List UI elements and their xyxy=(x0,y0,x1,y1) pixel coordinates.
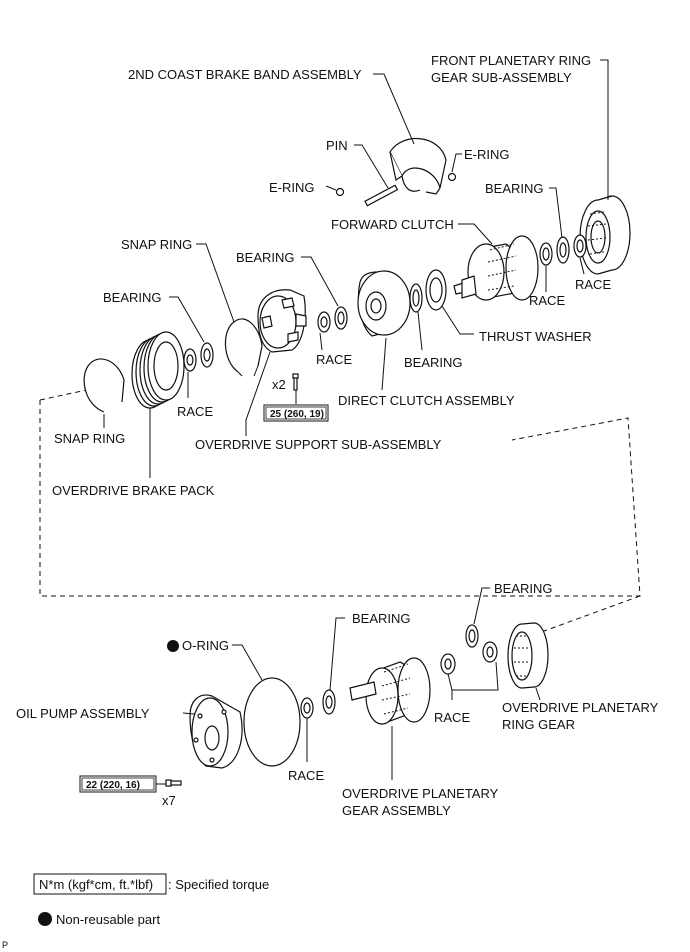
label-forward-clutch: FORWARD CLUTCH xyxy=(331,217,454,232)
legend-non-reusable: Non-reusable part xyxy=(38,912,160,927)
label-front-planetary-2: GEAR SUB-ASSEMBLY xyxy=(431,70,572,85)
svg-text:25 (260, 19): 25 (260, 19) xyxy=(270,409,324,420)
label-bearing-top-right: BEARING xyxy=(485,181,544,196)
direct-clutch xyxy=(357,270,411,337)
assembly-dashed-outline xyxy=(39,381,641,635)
label-bearing-upper-mid: BEARING xyxy=(236,250,295,265)
label-race-lower-right: RACE xyxy=(434,710,470,725)
legend-dot-icon xyxy=(38,912,52,926)
snap-ring-lower xyxy=(83,358,125,413)
label-race-right-2: RACE xyxy=(575,277,611,292)
pump-bolt xyxy=(165,779,182,787)
torque-box-pump: 22 (220, 16) xyxy=(79,775,157,793)
label-oil-pump: OIL PUMP ASSEMBLY xyxy=(16,706,150,721)
label-od-planetary-ring-1: OVERDRIVE PLANETARY xyxy=(502,700,659,715)
label-race-mid: RACE xyxy=(316,352,352,367)
label-coast-brake-band: 2ND COAST BRAKE BAND ASSEMBLY xyxy=(128,67,362,82)
o-ring xyxy=(243,677,301,767)
bearing-lower-mid xyxy=(322,689,336,715)
pin xyxy=(364,184,399,207)
label-x7: x7 xyxy=(162,793,176,808)
front-planetary-ring-gear xyxy=(579,195,631,275)
legend-torque: N*m (kgf*cm, ft.*lbf) : Specified torque xyxy=(33,873,269,895)
label-e-ring-right: E-RING xyxy=(464,147,510,162)
e-ring-left xyxy=(335,187,345,197)
label-overdrive-brake-pack: OVERDRIVE BRAKE PACK xyxy=(52,483,215,498)
oil-pump xyxy=(189,694,243,769)
label-direct-clutch: DIRECT CLUTCH ASSEMBLY xyxy=(338,393,515,408)
label-pin: PIN xyxy=(326,138,348,153)
svg-text:Non-reusable part: Non-reusable part xyxy=(56,912,160,927)
label-od-planetary-gear-1: OVERDRIVE PLANETARY xyxy=(342,786,499,801)
label-od-planetary-ring-2: RING GEAR xyxy=(502,717,575,732)
race-top-right xyxy=(573,234,587,258)
race-mid xyxy=(317,311,331,333)
label-x2: x2 xyxy=(272,377,286,392)
label-snap-ring-lower: SNAP RING xyxy=(54,431,125,446)
svg-text:22 (220, 16): 22 (220, 16) xyxy=(86,780,140,791)
race-lower-mid xyxy=(300,697,314,719)
overdrive-support xyxy=(257,289,307,353)
overdrive-brake-pack xyxy=(131,331,185,409)
label-overdrive-support: OVERDRIVE SUPPORT SUB-ASSEMBLY xyxy=(195,437,442,452)
bearing-mid xyxy=(409,283,423,313)
bearing-upper-left xyxy=(200,342,214,368)
svg-text:N*m (kgf*cm, ft.*lbf): N*m (kgf*cm, ft.*lbf) xyxy=(39,877,153,892)
bearing-top-right xyxy=(556,236,570,264)
label-bearing-mid: BEARING xyxy=(404,355,463,370)
label-race-right-1: RACE xyxy=(529,293,565,308)
bearing-upper-mid xyxy=(334,306,348,330)
bearing-lower-right xyxy=(465,624,479,648)
race-lower-right xyxy=(440,641,498,675)
thrust-washer xyxy=(425,269,447,311)
label-bearing-lower-mid: BEARING xyxy=(352,611,411,626)
support-bolt xyxy=(292,373,299,391)
race-right-1 xyxy=(539,242,553,266)
snap-ring-upper xyxy=(224,318,263,377)
label-race-lower-mid: RACE xyxy=(288,768,324,783)
od-planetary-gear xyxy=(349,657,431,725)
coast-brake-band xyxy=(389,138,447,195)
e-ring-right xyxy=(447,172,457,182)
svg-text:: Specified torque: : Specified torque xyxy=(168,877,269,892)
label-bearing-upper-left: BEARING xyxy=(103,290,162,305)
non-reusable-dot-icon xyxy=(167,640,179,652)
od-planetary-ring-gear xyxy=(507,622,549,689)
label-front-planetary-1: FRONT PLANETARY RING xyxy=(431,53,591,68)
torque-box-support: 25 (260, 19) xyxy=(263,404,329,422)
race-left xyxy=(183,348,197,372)
label-race-left: RACE xyxy=(177,404,213,419)
label-o-ring: O-RING xyxy=(182,638,229,653)
label-e-ring-left: E-RING xyxy=(269,180,315,195)
label-bearing-lower-right: BEARING xyxy=(494,581,553,596)
label-od-planetary-gear-2: GEAR ASSEMBLY xyxy=(342,803,451,818)
label-snap-ring-upper: SNAP RING xyxy=(121,237,192,252)
forward-clutch xyxy=(453,235,539,301)
label-thrust-washer: THRUST WASHER xyxy=(479,329,592,344)
footer-code: P xyxy=(2,940,8,950)
